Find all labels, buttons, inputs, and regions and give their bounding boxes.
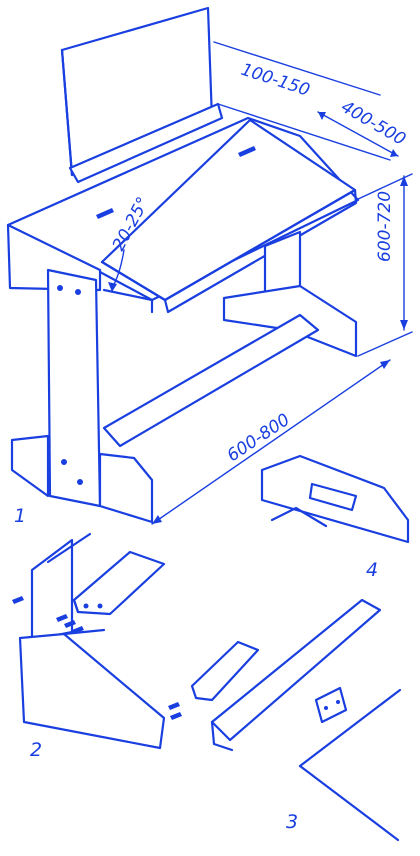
view-number-4: 4 [366, 559, 378, 581]
dimension-lines [151, 41, 413, 525]
view-number-3: 3 [286, 811, 298, 833]
foot-detail [260, 454, 410, 544]
end-assembly [12, 532, 166, 750]
front-leg [46, 268, 102, 508]
hinged-lid [168, 598, 402, 842]
desk-top [6, 116, 360, 314]
stretcher-bar [102, 313, 320, 448]
view-number-2: 2 [30, 739, 42, 761]
width-label: 600-800 [224, 410, 294, 466]
shelf-height-label: 100-150 [238, 60, 312, 101]
assembled-desk [6, 6, 360, 524]
front-foot [10, 434, 154, 524]
height-label: 600-720 [375, 191, 395, 262]
view-number-1: 1 [14, 505, 26, 527]
back-board [60, 6, 224, 184]
